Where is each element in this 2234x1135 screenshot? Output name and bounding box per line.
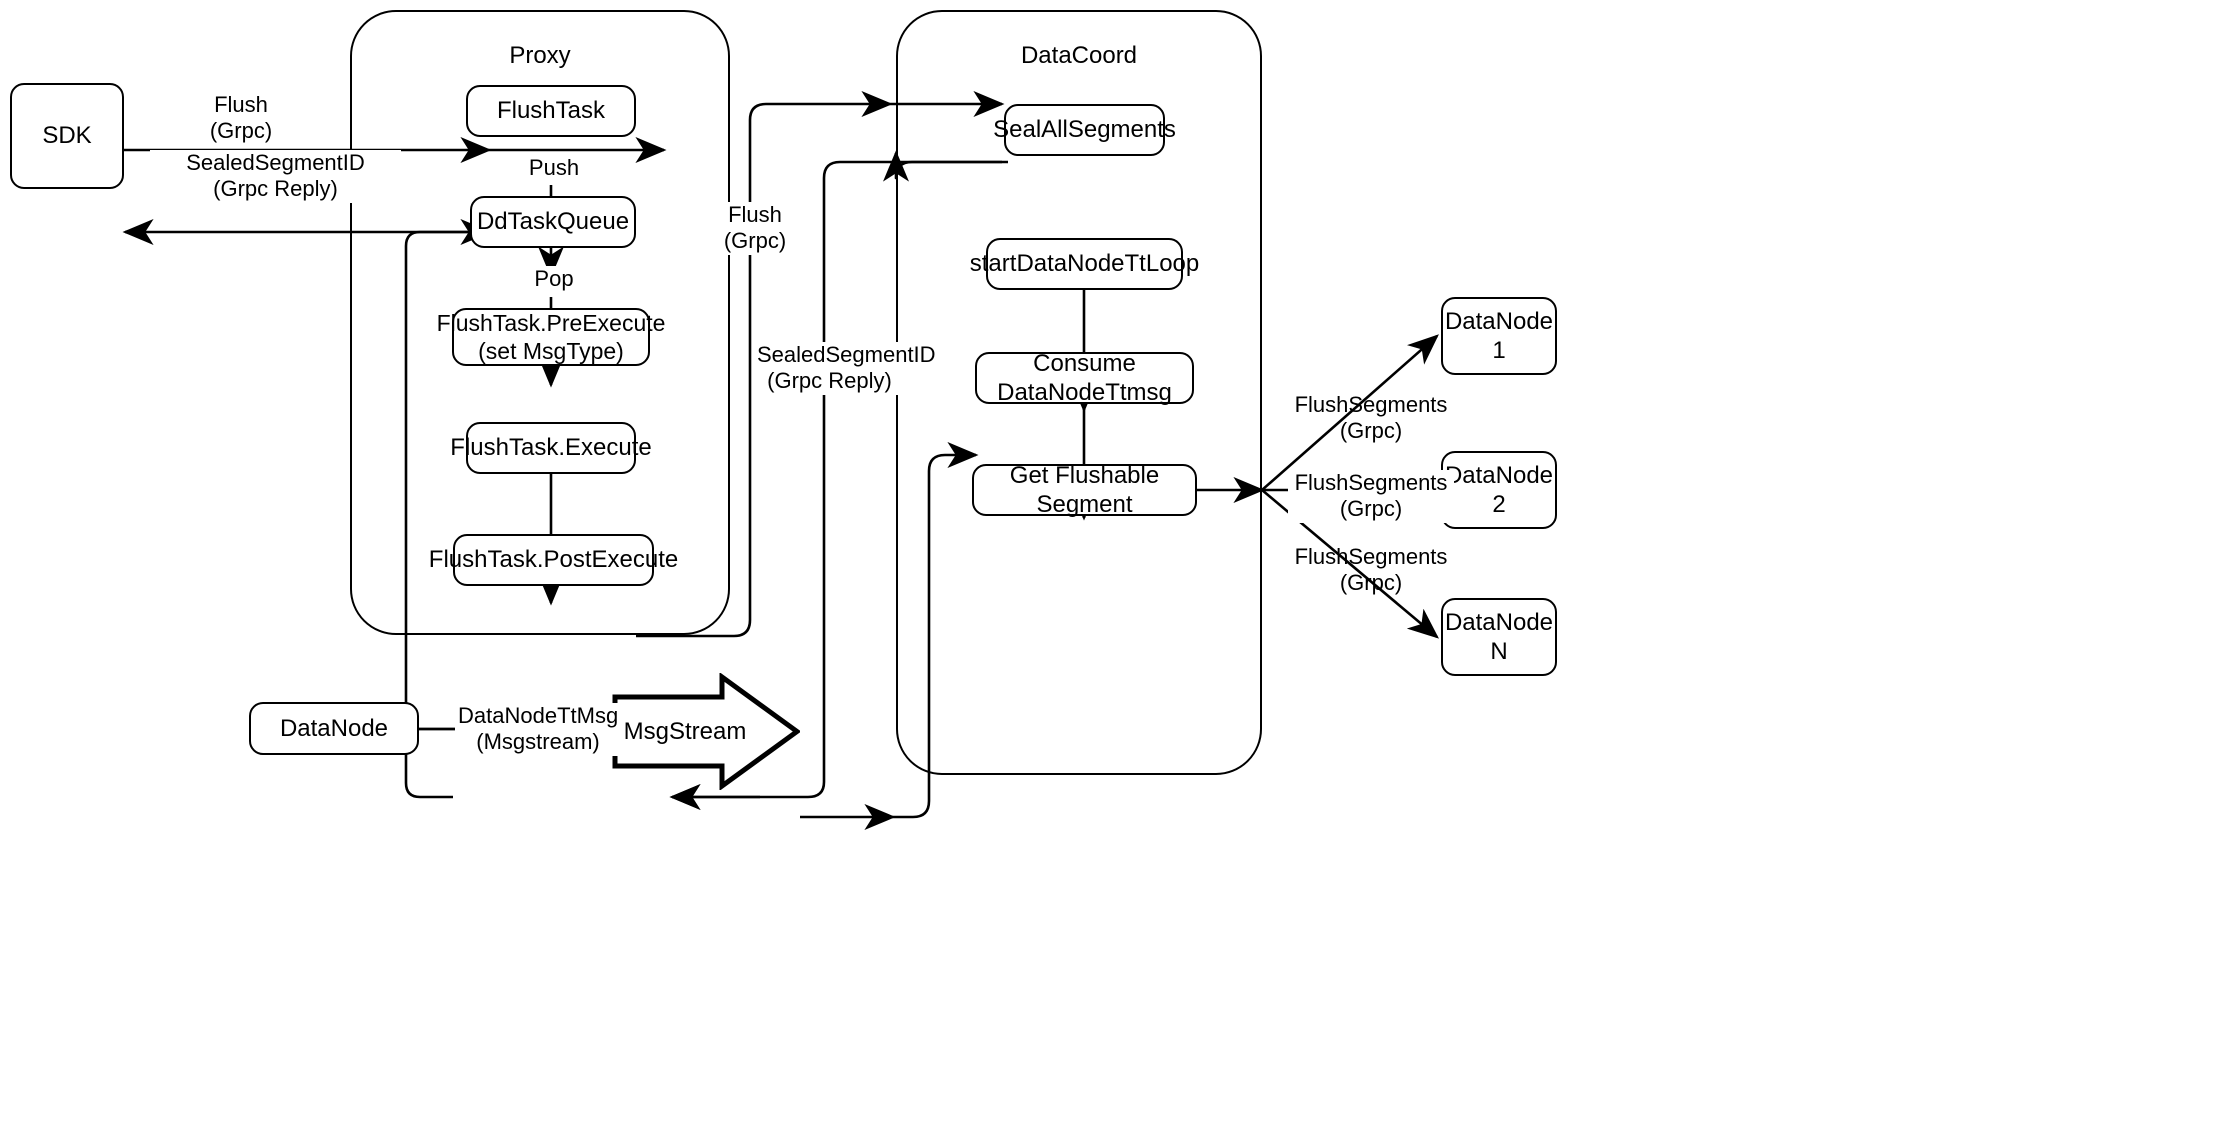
node-seal-all-segments[interactable]: SealAllSegments <box>993 104 1176 156</box>
node-datanode-1[interactable]: DataNode 1 <box>1441 297 1557 375</box>
node-flush-task-execute[interactable]: FlushTask.Execute <box>450 422 652 474</box>
edge-label-sdk-to-proxy: Flush (Grpc) <box>188 92 294 145</box>
node-datanode-2[interactable]: DataNode 2 <box>1441 451 1557 529</box>
group-proxy-title: Proxy <box>509 42 571 69</box>
node-flush-task-preexecute[interactable]: FlushTask.PreExecute (set MsgType) <box>436 308 666 366</box>
node-datanode-source[interactable]: DataNode <box>249 702 419 755</box>
edge-label-flush-segments-n: FlushSegments (Grpc) <box>1294 544 1448 596</box>
group-datacoord-title: DataCoord <box>1020 42 1138 69</box>
node-msgstream[interactable]: MsgStream <box>612 672 802 791</box>
edge-label-flush-segments-2: FlushSegments (Grpc) <box>1288 470 1454 523</box>
edge-label-pop: Pop <box>519 266 589 293</box>
node-flush-task-postexecute[interactable]: FlushTask.PostExecute <box>429 534 678 586</box>
node-get-flushable-segment[interactable]: Get Flushable Segment <box>972 462 1197 518</box>
node-sdk[interactable]: SDK <box>10 83 124 189</box>
edge-label-flush-segments-1: FlushSegments (Grpc) <box>1294 392 1448 444</box>
edge-label-datanode-tt-msg: DataNodeTtMsg (Msgstream) <box>455 703 621 756</box>
node-start-datanode-tt-loop[interactable]: startDataNodeTtLoop <box>970 238 1199 290</box>
edge-label-push: Push <box>513 155 595 182</box>
node-datanode-n[interactable]: DataNode N <box>1441 598 1557 676</box>
node-consume-datanode-ttmsg[interactable]: Consume DataNodeTtmsg <box>975 350 1194 406</box>
node-dd-task-queue[interactable]: DdTaskQueue <box>470 196 636 248</box>
edge-label-proxy-to-sdk: SealedSegmentID (Grpc Reply) <box>150 150 401 203</box>
node-flush-task[interactable]: FlushTask <box>466 85 636 137</box>
edge-label-datacoord-to-proxy: SealedSegmentID (Grpc Reply) <box>754 342 936 395</box>
msgstream-label: MsgStream <box>623 717 747 745</box>
edge-label-proxy-to-datacoord: Flush (Grpc) <box>708 202 802 255</box>
